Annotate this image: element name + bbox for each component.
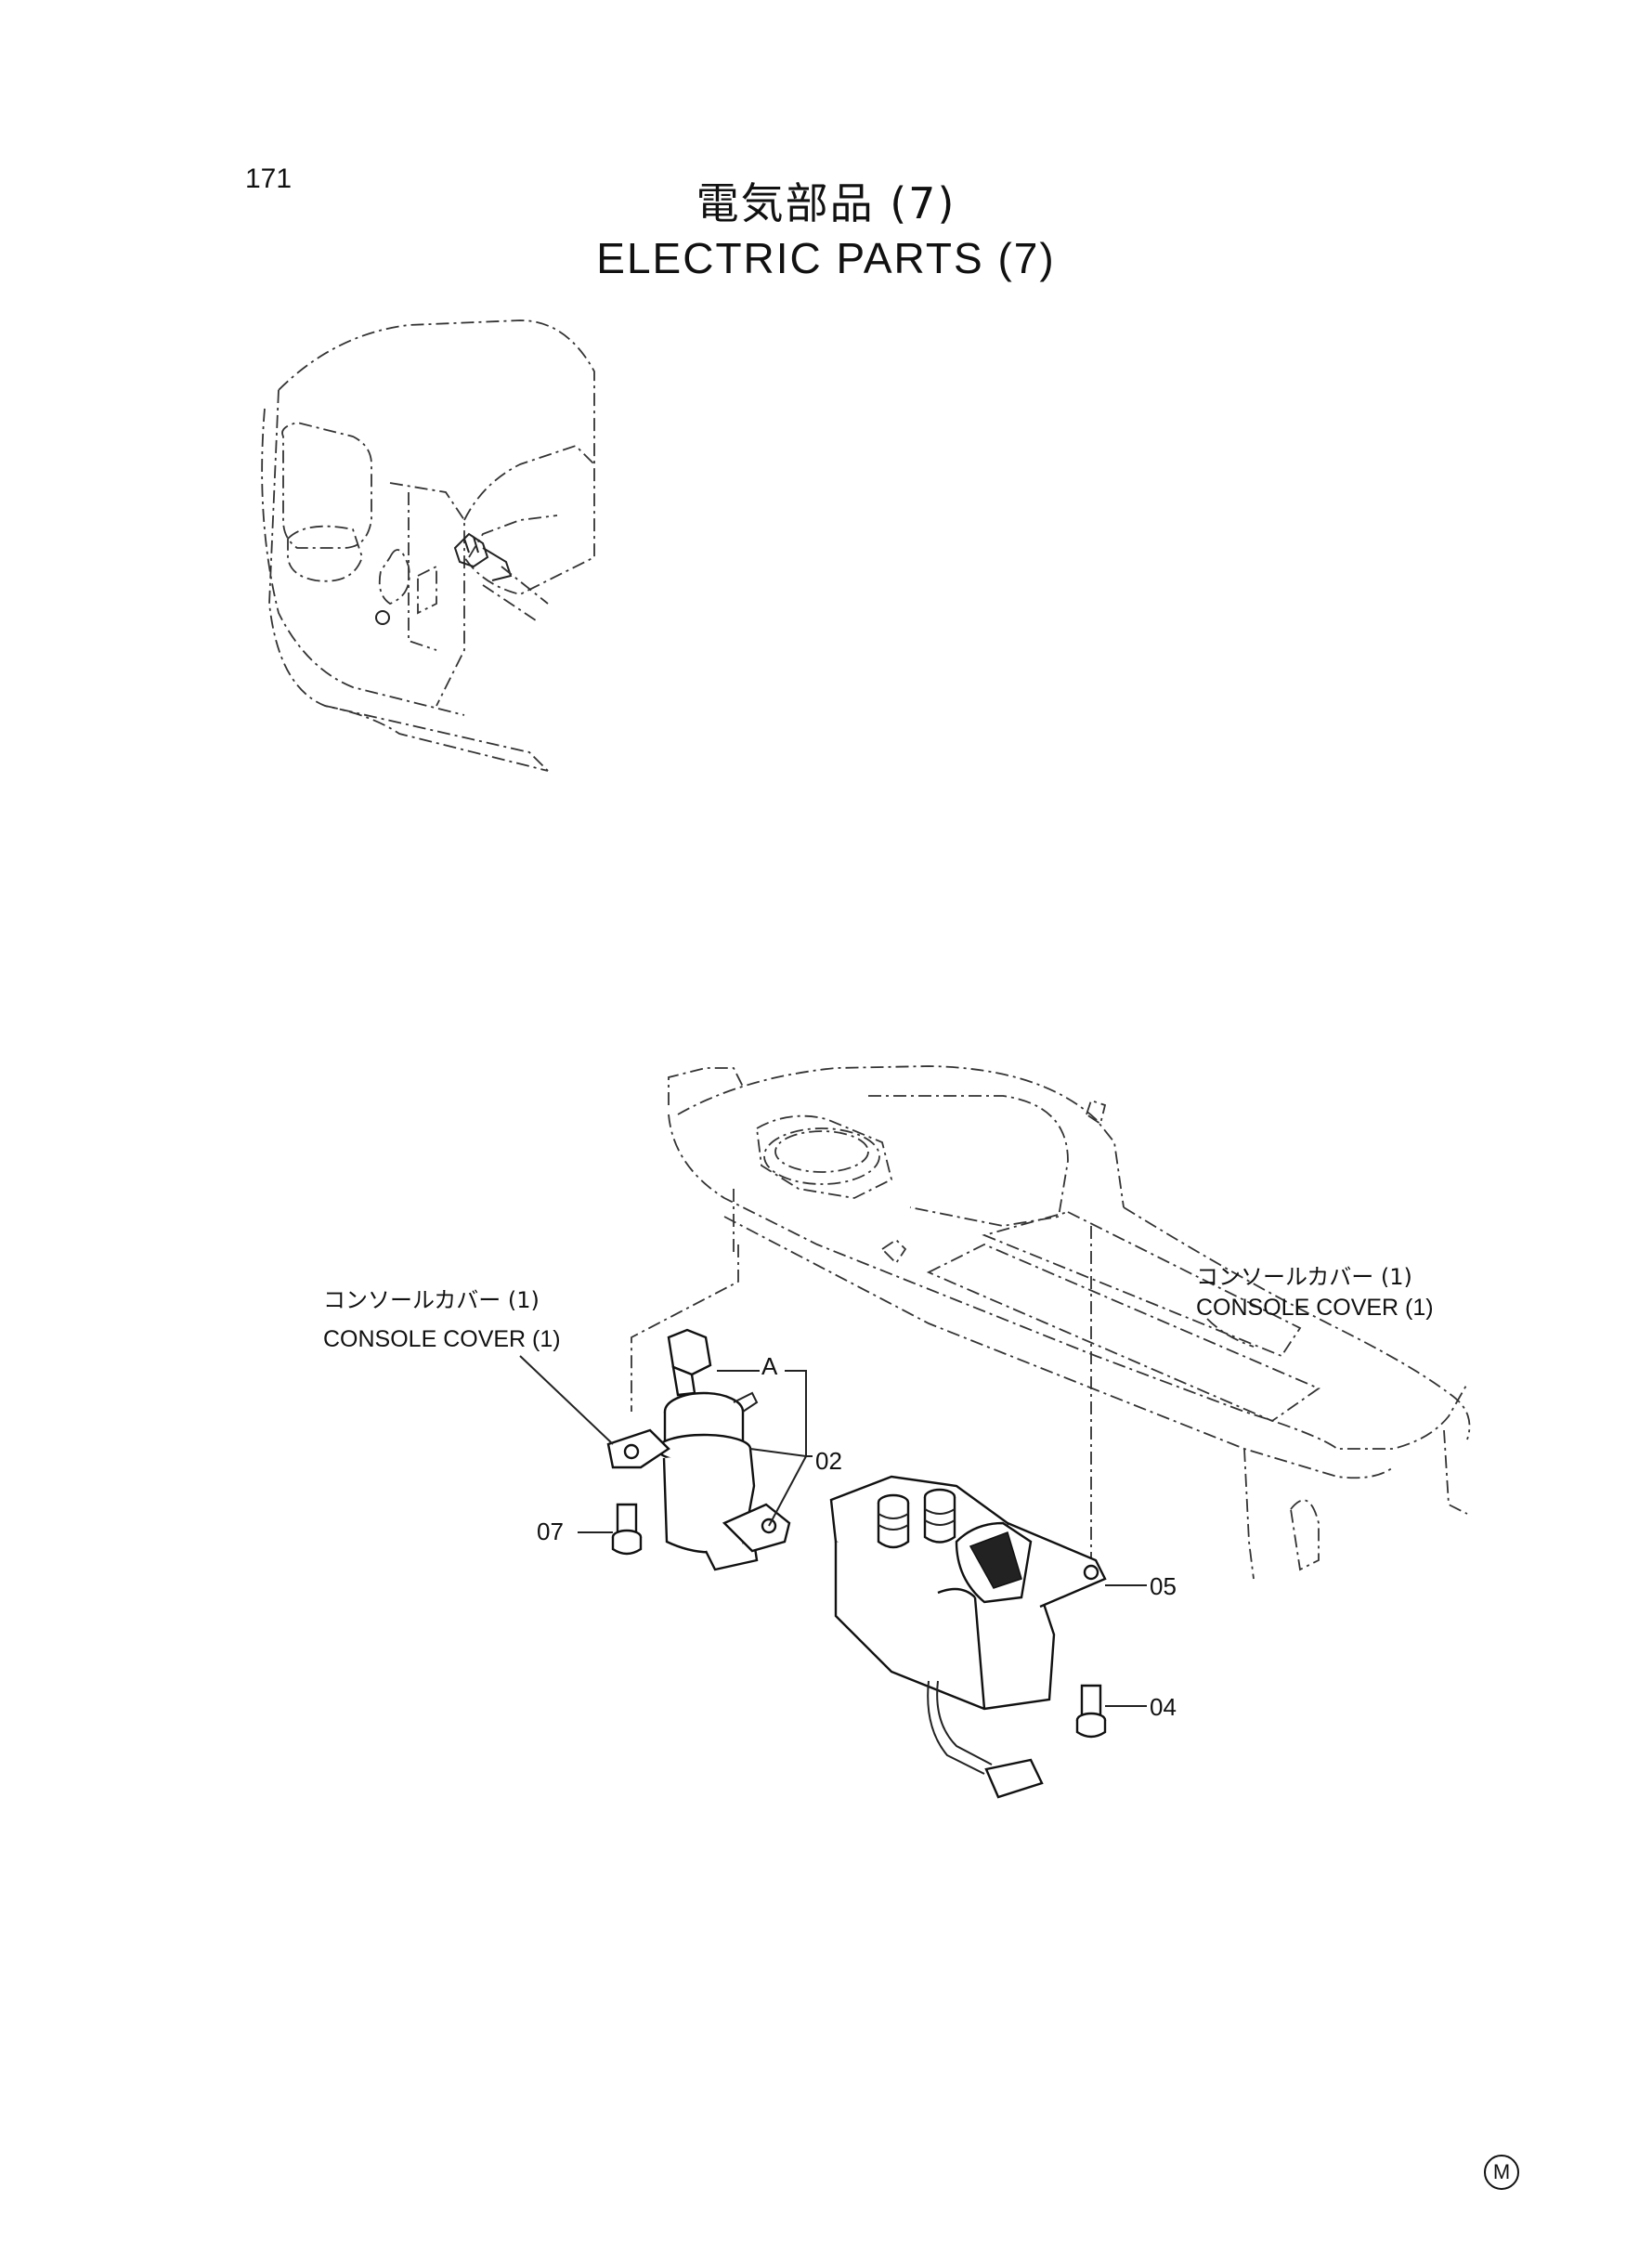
console-cover-label-right-en: CONSOLE COVER (1) — [1196, 1295, 1434, 1321]
switch-box — [829, 1475, 1107, 1799]
callout-04: 04 — [1150, 1693, 1177, 1721]
callout-02: 02 — [815, 1447, 842, 1475]
leader-lines — [519, 1355, 1147, 1707]
key-switch — [606, 1328, 791, 1571]
corner-mark-icon: M — [1484, 2155, 1519, 2190]
console-cover-label-right-jp: コンソールカバー (1) — [1196, 1264, 1412, 1290]
cab-overview-illustration — [261, 319, 595, 772]
callout-05: 05 — [1150, 1572, 1177, 1600]
callout-a: A — [761, 1352, 778, 1380]
page-title-jp: 電気部品 (7) — [696, 178, 956, 228]
bolt-04 — [1075, 1684, 1107, 1739]
page-title-en: ELECTRIC PARTS (7) — [596, 234, 1056, 282]
console-cover-outline — [631, 1065, 1471, 1580]
console-cover-label-left-en: CONSOLE COVER (1) — [323, 1326, 561, 1352]
callout-07: 07 — [537, 1518, 564, 1545]
console-cover-label-left-jp: コンソールカバー (1) — [323, 1287, 540, 1313]
page-number: 171 — [245, 163, 293, 194]
bolt-07 — [611, 1503, 643, 1556]
